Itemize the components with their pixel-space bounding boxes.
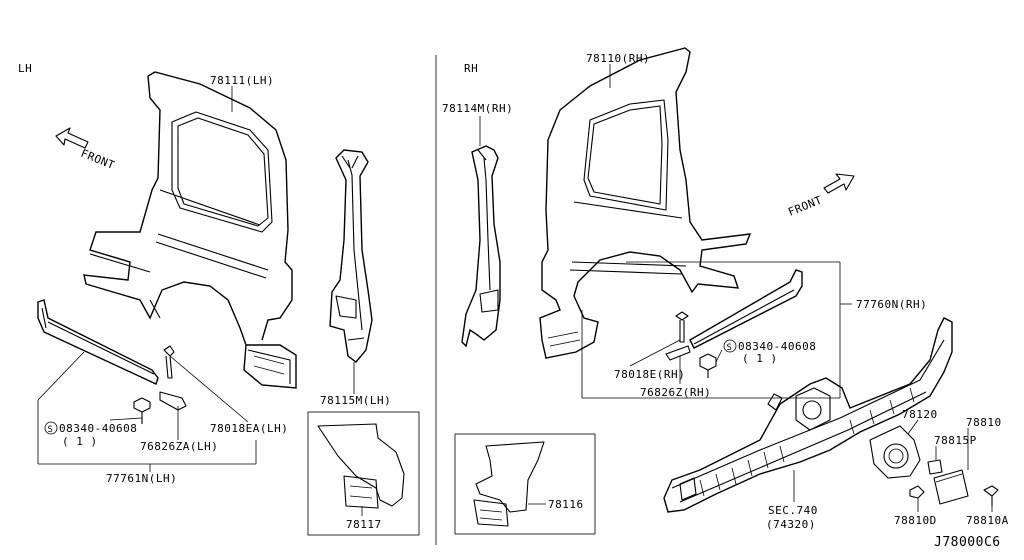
label-76826z: 76826Z(RH)	[640, 386, 711, 399]
label-78018e: 78018E(RH)	[614, 368, 685, 381]
leader-78120	[907, 419, 919, 435]
bolt-symbol-rh	[723, 339, 737, 353]
diagram-code: J78000C6	[934, 535, 1001, 550]
part-78810	[933, 469, 969, 505]
sill-assembly-sec740	[663, 317, 953, 513]
label-78120: 78120	[902, 408, 938, 421]
label-78115m: 78115M(LH)	[320, 394, 391, 407]
part-78116	[473, 441, 545, 527]
label-sec740-sub: (74320)	[766, 518, 816, 531]
label-76826za: 76826ZA(LH)	[140, 440, 218, 453]
bolt-symbol-lh-text: S	[48, 425, 54, 435]
leader-bolt-lh	[109, 417, 143, 421]
label-bolt-rh-qty: ( 1 )	[742, 352, 778, 365]
leader-78018ea	[169, 355, 249, 423]
part-78815p	[927, 459, 943, 475]
bolt-rh	[699, 353, 717, 378]
leader-bolt-rh	[715, 349, 723, 363]
inset-box-78117	[307, 411, 420, 536]
front-arrow-rh: FRONT	[786, 173, 855, 219]
side-label-rh: RH	[464, 62, 478, 75]
label-78815p: 78815P	[934, 434, 977, 447]
label-sec740: SEC.740	[768, 504, 818, 517]
bolt-symbol-rh-text: S	[727, 343, 733, 353]
strip-77761n-lh	[37, 299, 159, 385]
part-78810a	[983, 485, 999, 506]
front-arrow-lh: FRONT	[55, 127, 117, 172]
part-78120	[869, 425, 921, 479]
label-bolt-lh: 08340-40608	[59, 422, 137, 435]
label-78810d: 78810D	[894, 514, 937, 527]
label-78111: 78111(LH)	[210, 74, 274, 87]
label-bolt-lh-qty: ( 1 )	[62, 435, 98, 448]
label-bolt-rh: 08340-40608	[738, 340, 816, 353]
leader-78018e	[629, 339, 681, 367]
panel-78111-lh	[83, 71, 297, 389]
side-label-lh: LH	[18, 62, 32, 75]
pillar-78115m-lh	[329, 149, 373, 363]
label-78117: 78117	[346, 518, 382, 531]
front-label-lh: FRONT	[79, 147, 117, 172]
pillar-78114m-rh	[461, 145, 501, 348]
part-78810d	[909, 485, 925, 499]
strip-77760n-rh	[689, 269, 803, 349]
label-78810a: 78810A	[966, 514, 1009, 527]
bolt-lh	[133, 397, 151, 424]
label-78018ea: 78018EA(LH)	[210, 422, 288, 435]
front-label-rh: FRONT	[786, 193, 824, 218]
inset-box-78116	[454, 433, 596, 535]
label-78114m: 78114M(RH)	[442, 102, 513, 115]
label-78810: 78810	[966, 416, 1002, 429]
label-78116: 78116	[548, 498, 584, 511]
bolt-symbol-lh	[44, 421, 58, 435]
label-78110: 78110(RH)	[586, 52, 650, 65]
part-78117	[317, 423, 405, 509]
clip-78018ea-lh	[159, 345, 187, 411]
label-77761n: 77761N(LH)	[106, 472, 177, 485]
label-77760n: 77760N(RH)	[856, 298, 927, 311]
clip-78018e-rh	[665, 311, 691, 361]
leader-77761n-a	[37, 351, 85, 401]
panel-78110-rh	[539, 47, 752, 359]
